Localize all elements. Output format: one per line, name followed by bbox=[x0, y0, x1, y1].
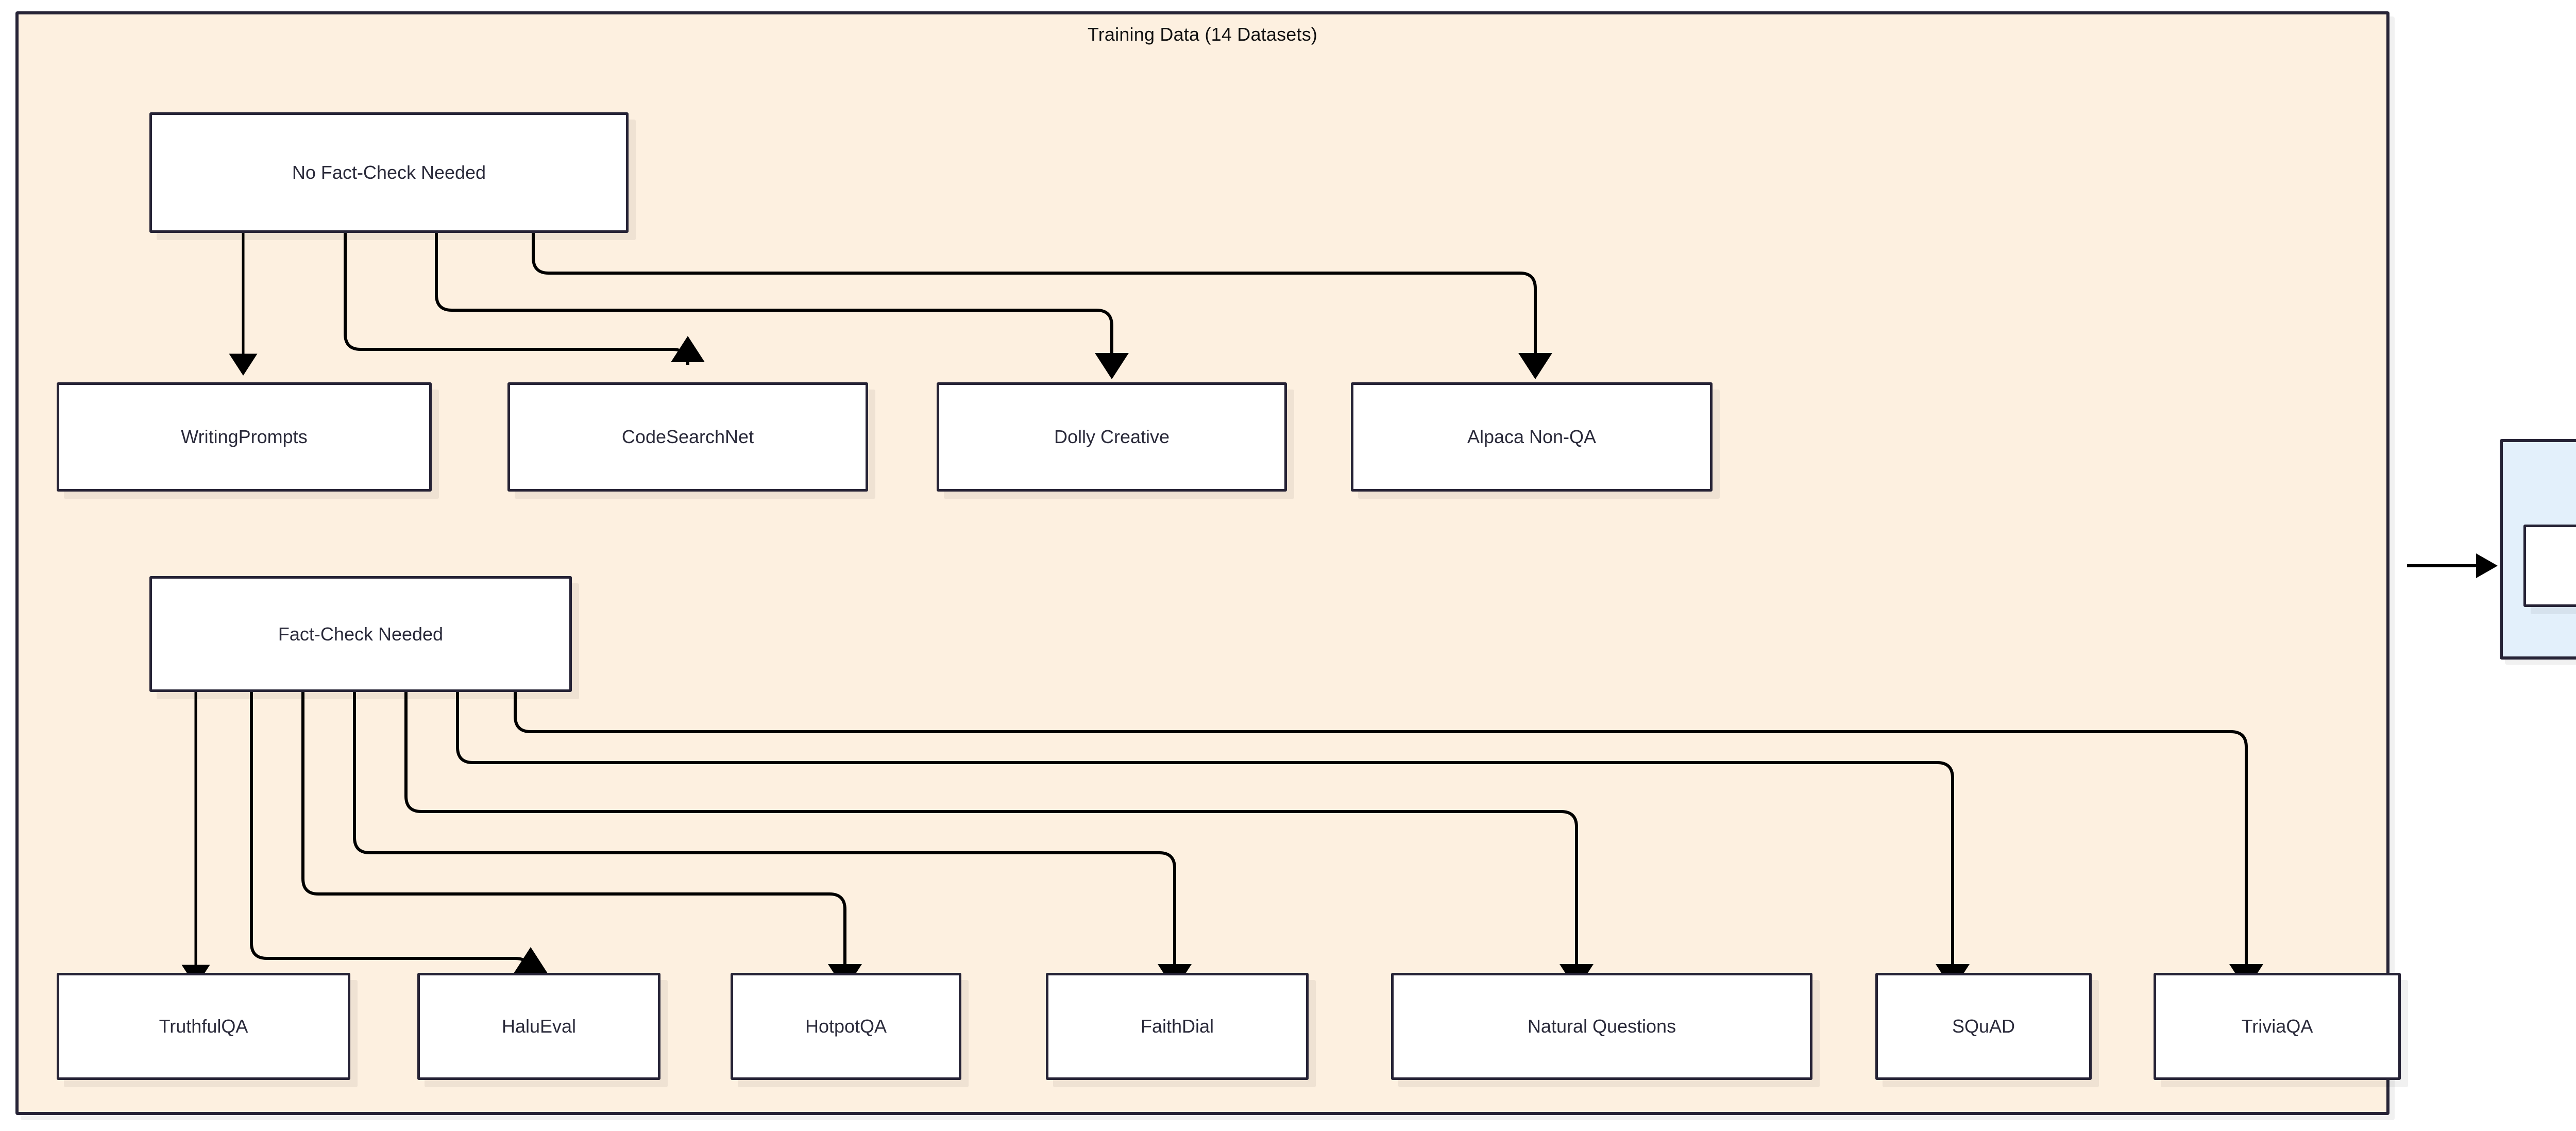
node-hotpotqa[interactable]: HotpotQA bbox=[731, 973, 961, 1080]
node-writingprompts[interactable]: WritingPrompts bbox=[57, 382, 432, 492]
node-no-fact-check-needed[interactable]: No Fact-Check Needed bbox=[149, 112, 629, 233]
node-dolly-creative[interactable]: Dolly Creative bbox=[937, 382, 1287, 492]
node-fact-check-needed[interactable]: Fact-Check Needed bbox=[149, 576, 572, 692]
node-natural-questions-label: Natural Questions bbox=[1527, 1016, 1676, 1037]
node-truthfulqa[interactable]: TruthfulQA bbox=[57, 973, 350, 1080]
node-no-fact-check-needed-label: No Fact-Check Needed bbox=[292, 162, 486, 183]
node-halueval-label: HaluEval bbox=[501, 1016, 577, 1037]
node-codesearchnet-label: CodeSearchNet bbox=[621, 426, 754, 447]
node-alpaca-non-qa-label: Alpaca Non-QA bbox=[1467, 426, 1597, 447]
node-natural-questions[interactable]: Natural Questions bbox=[1391, 973, 1812, 1080]
node-modernbert-base[interactable]: ModernBERT Base bbox=[2523, 525, 2576, 607]
node-squad[interactable]: SQuAD bbox=[1875, 973, 2092, 1080]
node-faithdial[interactable]: FaithDial bbox=[1046, 973, 1309, 1080]
node-faithdial-label: FaithDial bbox=[1140, 1016, 1214, 1037]
node-writingprompts-label: WritingPrompts bbox=[181, 426, 308, 447]
node-codesearchnet[interactable]: CodeSearchNet bbox=[507, 382, 868, 492]
node-fact-check-needed-label: Fact-Check Needed bbox=[278, 623, 444, 645]
cluster-halugate-sentinel-title: HaluGate Sentinel bbox=[2503, 453, 2576, 475]
node-triviaqa[interactable]: TriviaQA bbox=[2154, 973, 2401, 1080]
node-triviaqa-label: TriviaQA bbox=[2241, 1016, 2313, 1037]
node-dolly-creative-label: Dolly Creative bbox=[1054, 426, 1170, 447]
node-alpaca-non-qa[interactable]: Alpaca Non-QA bbox=[1351, 382, 1713, 492]
cluster-training-data-title: Training Data (14 Datasets) bbox=[1087, 24, 1318, 45]
node-hotpotqa-label: HotpotQA bbox=[805, 1016, 887, 1037]
node-halueval[interactable]: HaluEval bbox=[417, 973, 660, 1080]
node-truthfulqa-label: TruthfulQA bbox=[159, 1016, 248, 1037]
node-squad-label: SQuAD bbox=[1952, 1016, 2015, 1037]
